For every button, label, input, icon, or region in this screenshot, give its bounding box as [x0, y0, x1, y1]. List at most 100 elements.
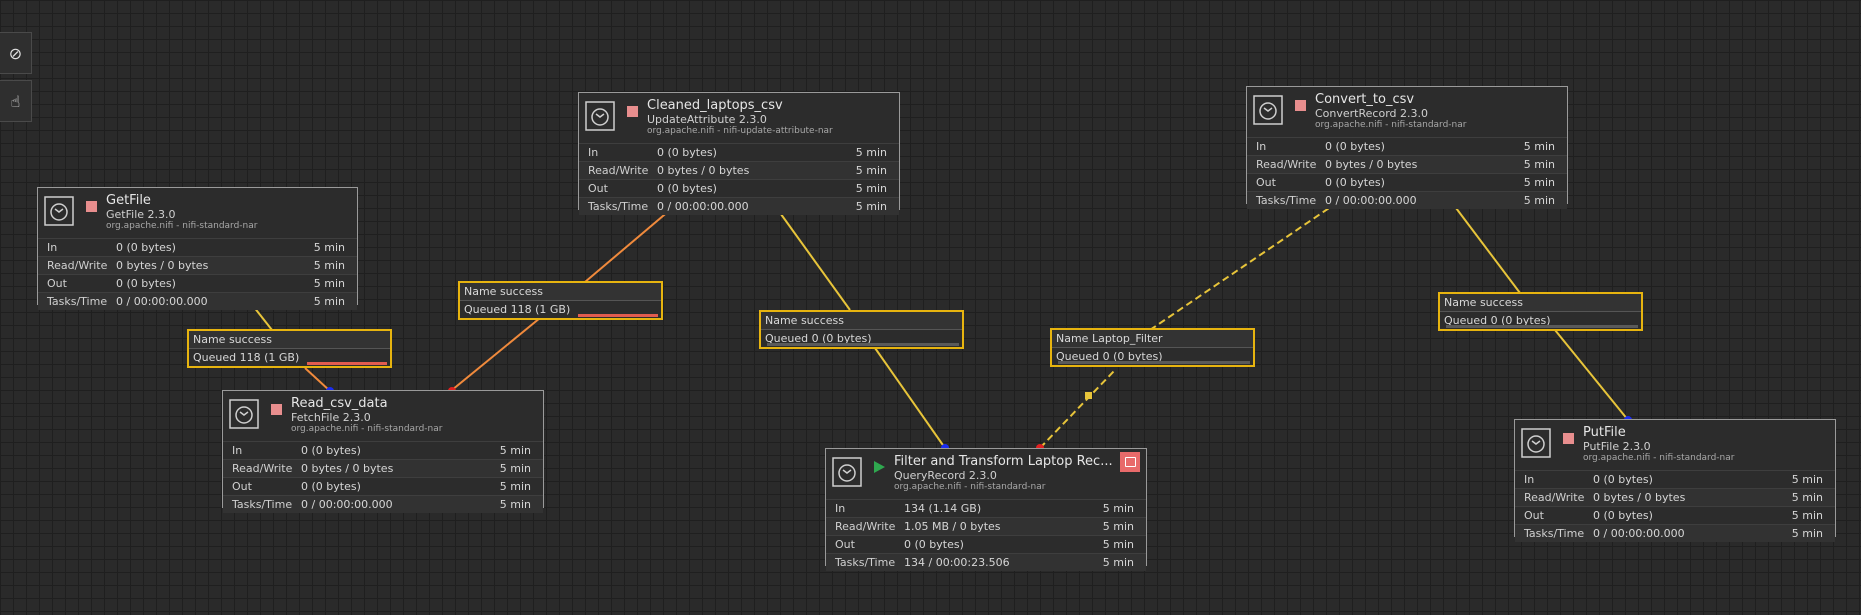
stat-window: 5 min [1523, 176, 1555, 189]
stat-label: In [232, 444, 243, 457]
processor-name: GetFile [106, 193, 151, 208]
edge-conn1-to-read-csv[interactable] [304, 367, 331, 392]
processor-bundle: org.apache.nifi - nifi-standard-nar [894, 482, 1046, 492]
processor-getfile[interactable]: GetFile GetFile 2.3.0 org.apache.nifi - … [37, 187, 358, 310]
stat-value: 0 (0 bytes) [1325, 140, 1385, 153]
stat-window: 5 min [1102, 502, 1134, 515]
navigate-icon: ⊘ [8, 43, 23, 63]
stat-label: Read/Write [835, 520, 896, 533]
stat-label: Read/Write [232, 462, 293, 475]
stat-value: 0 bytes / 0 bytes [1325, 158, 1418, 171]
processor-icon [44, 196, 74, 226]
stat-value: 0 / 00:00:00.000 [657, 200, 749, 213]
stat-label: In [47, 241, 58, 254]
stat-label: Read/Write [47, 259, 108, 272]
processor-icon [1253, 95, 1283, 125]
processor-icon [229, 399, 259, 429]
edge-read-csv-to-conn2[interactable] [451, 317, 541, 391]
stat-value: 0 (0 bytes) [116, 277, 176, 290]
connection-name: Name success [761, 312, 962, 330]
edge-filter-to-conn4[interactable] [1039, 369, 1116, 449]
processor-putfile[interactable]: PutFile PutFile 2.3.0 org.apache.nifi - … [1514, 419, 1836, 542]
edge-conn3-to-filter[interactable] [874, 347, 946, 449]
edge-conn5-to-putfile[interactable] [1554, 329, 1629, 421]
stat-window: 5 min [1791, 491, 1823, 504]
processor-type: PutFile 2.3.0 [1583, 440, 1651, 453]
stat-value: 0 (0 bytes) [301, 444, 361, 457]
processor-name: Read_csv_data [291, 396, 388, 411]
connection-label-3[interactable]: Name success Queued 0 (0 bytes) [759, 310, 964, 349]
stat-label: In [588, 146, 599, 159]
processor-cleaned-laptops-csv[interactable]: Cleaned_laptops_csv UpdateAttribute 2.3.… [578, 92, 900, 215]
connection-name: Name Laptop_Filter [1052, 330, 1253, 348]
stat-window: 5 min [1791, 527, 1823, 540]
processor-type: GetFile 2.3.0 [106, 208, 176, 221]
stat-rw-row: Read/Write 0 bytes / 0 bytes 5 min [1515, 488, 1835, 506]
stat-value: 134 (1.14 GB) [904, 502, 982, 515]
stat-label: Tasks/Time [1256, 194, 1317, 207]
processor-bundle: org.apache.nifi - nifi-update-attribute-… [647, 126, 833, 136]
stat-value: 0 (0 bytes) [657, 146, 717, 159]
stat-label: Read/Write [1524, 491, 1585, 504]
processor-convert-to-csv[interactable]: Convert_to_csv ConvertRecord 2.3.0 org.a… [1246, 86, 1568, 209]
processor-icon [832, 457, 862, 487]
stat-label: Out [232, 480, 252, 493]
connection-name: Name success [460, 283, 661, 301]
stat-in-row: In 134 (1.14 GB) 5 min [826, 499, 1146, 517]
stat-value: 0 / 00:00:00.000 [1593, 527, 1685, 540]
stat-window: 5 min [1102, 520, 1134, 533]
processor-type: FetchFile 2.3.0 [291, 411, 371, 424]
processor-bundle: org.apache.nifi - nifi-standard-nar [106, 221, 258, 231]
queue-fill-bar [1446, 325, 1638, 328]
stat-value: 134 / 00:00:23.506 [904, 556, 1010, 569]
processor-type: ConvertRecord 2.3.0 [1315, 107, 1428, 120]
edge-conn2-to-cleaned[interactable] [584, 209, 671, 283]
edge-conn4-to-convert[interactable] [1149, 203, 1336, 331]
stat-value: 0 (0 bytes) [1593, 473, 1653, 486]
edge-cleaned-to-conn3[interactable] [777, 209, 851, 311]
stopped-state-icon [271, 404, 282, 415]
stat-label: In [835, 502, 846, 515]
bend-point[interactable] [1085, 392, 1092, 399]
stat-window: 5 min [855, 164, 887, 177]
stat-value: 0 bytes / 0 bytes [1593, 491, 1686, 504]
processor-name: Convert_to_csv [1315, 92, 1415, 107]
stat-label: Tasks/Time [835, 556, 896, 569]
stat-window: 5 min [313, 277, 345, 290]
connection-label-1[interactable]: Name success Queued 118 (1 GB) [187, 329, 392, 368]
queue-fill-bar [1058, 361, 1250, 364]
running-state-icon [874, 461, 885, 473]
stopped-state-icon [627, 106, 638, 117]
stat-window: 5 min [1791, 473, 1823, 486]
stat-window: 5 min [499, 444, 531, 457]
stat-value: 0 bytes / 0 bytes [116, 259, 209, 272]
processor-name: Cleaned_laptops_csv [647, 98, 783, 113]
hand-tool-button[interactable]: ☝ [0, 80, 32, 122]
connection-label-2[interactable]: Name success Queued 118 (1 GB) [458, 281, 663, 320]
connection-label-5[interactable]: Name success Queued 0 (0 bytes) [1438, 292, 1643, 331]
stat-label: In [1524, 473, 1535, 486]
stat-value: 0 / 00:00:00.000 [116, 295, 208, 308]
processor-filter-transform[interactable]: Filter and Transform Laptop Rec... Query… [825, 448, 1147, 571]
stat-value: 0 (0 bytes) [1325, 176, 1385, 189]
connection-label-4[interactable]: Name Laptop_Filter Queued 0 (0 bytes) [1050, 328, 1255, 367]
navigate-button[interactable]: ⊘ [0, 32, 32, 74]
queue-fill-bar [767, 343, 959, 346]
edge-convert-to-conn5[interactable] [1452, 203, 1521, 294]
processor-read-csv-data[interactable]: Read_csv_data FetchFile 2.3.0 org.apache… [222, 390, 544, 513]
stat-window: 5 min [1523, 140, 1555, 153]
comment-icon[interactable] [1120, 452, 1140, 472]
processor-type: QueryRecord 2.3.0 [894, 469, 997, 482]
stat-label: Read/Write [1256, 158, 1317, 171]
stat-label: Tasks/Time [232, 498, 293, 511]
